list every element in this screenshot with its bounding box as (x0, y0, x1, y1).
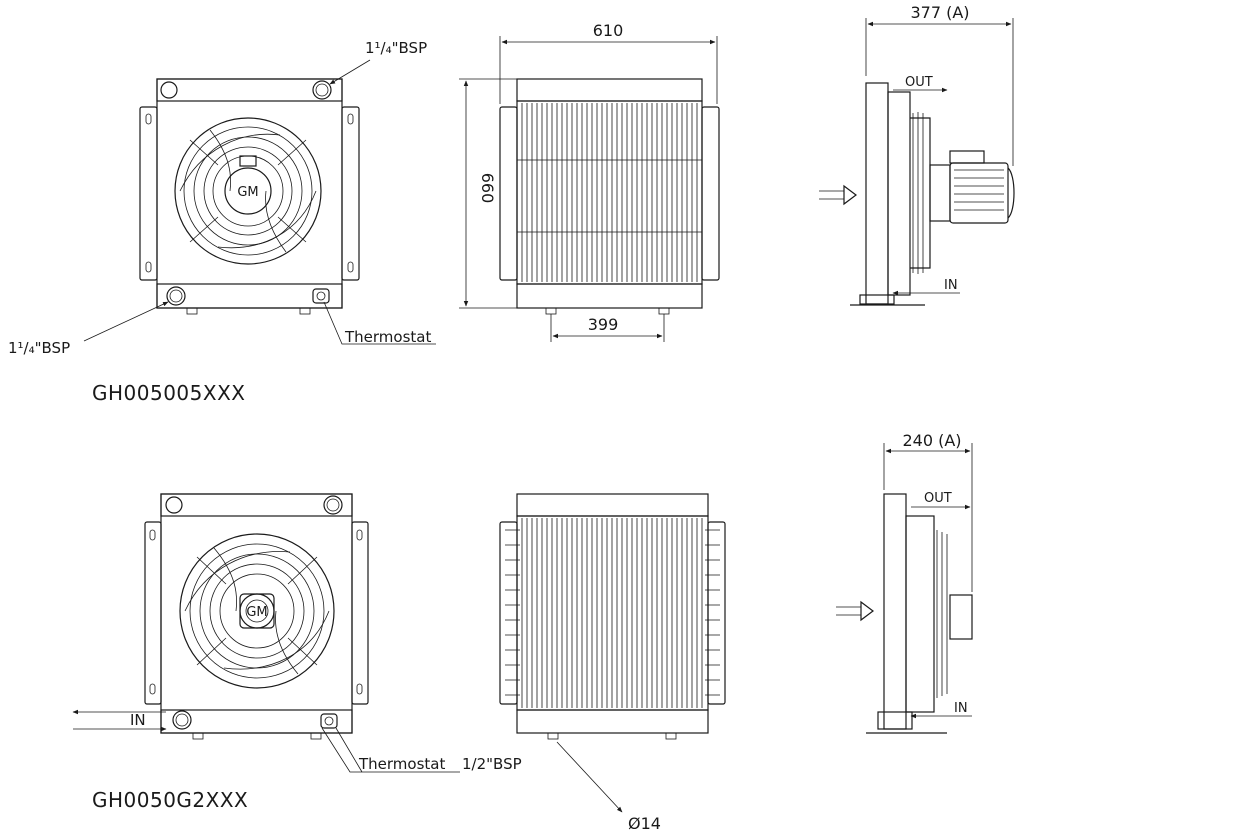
depth-dimension: 377 (A) (910, 3, 969, 22)
bsp-label: 1/2"BSP (462, 755, 522, 773)
top-core-dimensions: 610 660 399 (459, 21, 718, 342)
bottom-side-view (836, 493, 973, 734)
width-dimension: 610 (593, 21, 624, 40)
fan-logo: GM (237, 185, 258, 200)
top-port-label: 1¹/₄"BSP (365, 39, 427, 57)
bottom-side-dimensions: 240 (A) OUT IN (883, 431, 973, 719)
fan-guard-icon: GM (179, 533, 335, 689)
core-fins (517, 103, 702, 282)
fan-logo: GM (246, 605, 267, 620)
model-code: GH005005XXX (92, 381, 246, 405)
out-label: OUT (905, 75, 933, 90)
height-dimension: 660 (478, 173, 497, 204)
bottom-core-callouts: Ø14 (556, 741, 661, 833)
bottom-front-callouts: IN Thermostat 1/2"BSP GH0050G2XXX (72, 709, 522, 812)
model-code: GH0050G2XXX (92, 788, 248, 812)
in-label: IN (944, 278, 958, 293)
depth-dimension: 240 (A) (902, 431, 961, 450)
core-fins (505, 518, 720, 708)
in-label: IN (130, 711, 146, 729)
hole-dimension: Ø14 (628, 814, 661, 833)
fan-guard-icon: GM (174, 117, 322, 265)
feet-dimension: 399 (588, 315, 619, 334)
thermostat-label: Thermostat (358, 755, 445, 773)
bottom-front-view: GM (144, 493, 369, 740)
in-label: IN (954, 701, 968, 716)
thermostat-label: Thermostat (344, 328, 431, 346)
top-front-view: GM (139, 78, 360, 315)
top-side-dimensions: 377 (A) OUT IN (865, 3, 1014, 296)
top-port-callouts: 1¹/₄"BSP 1¹/₄"BSP Thermostat GH005005XXX (8, 39, 436, 405)
bottom-core-view (499, 493, 726, 740)
bottom-port-label: 1¹/₄"BSP (8, 339, 70, 357)
top-core-view (499, 78, 720, 315)
out-label: OUT (924, 491, 952, 506)
top-side-view (819, 82, 1015, 306)
